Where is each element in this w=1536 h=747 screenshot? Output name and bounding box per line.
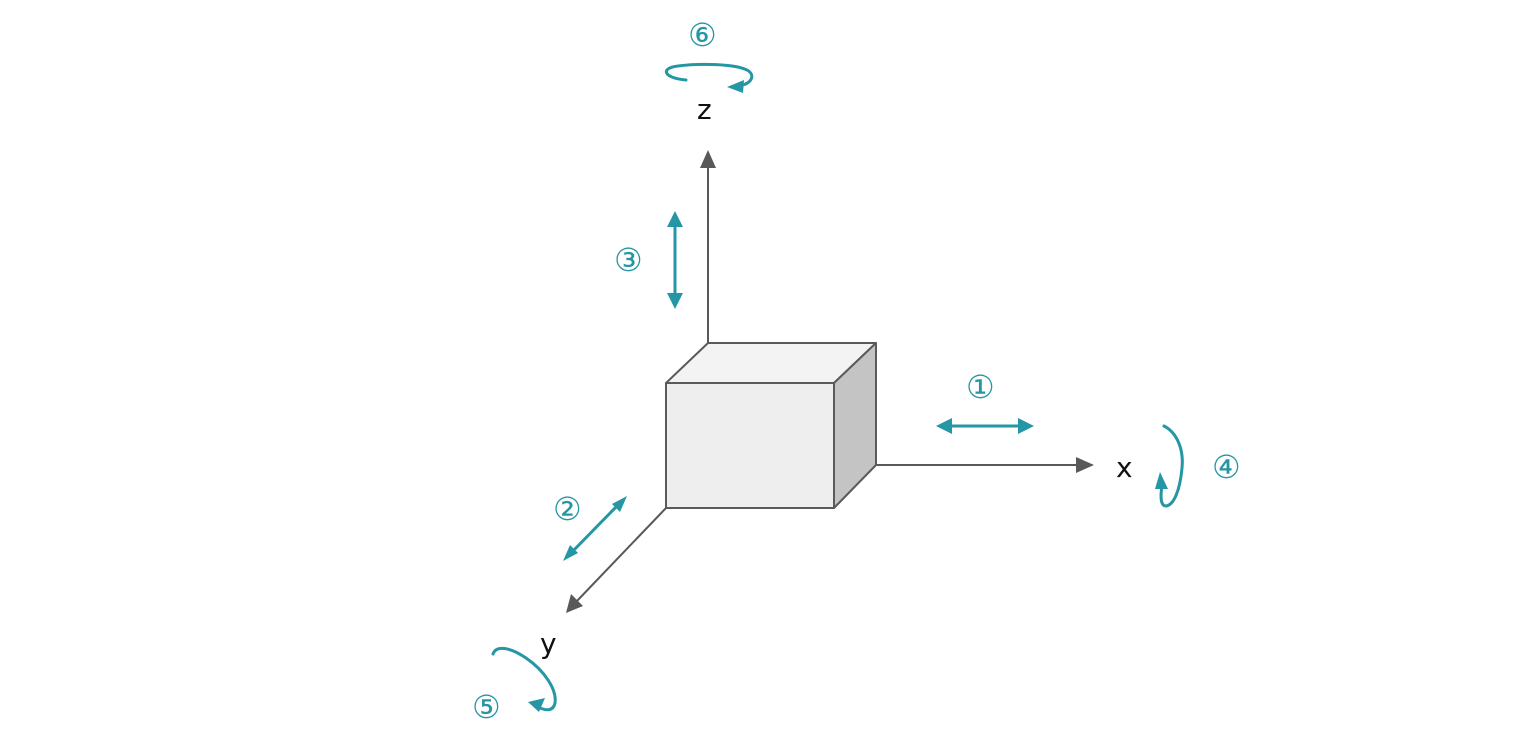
motion-sway: ②	[553, 490, 627, 561]
x-axis	[876, 457, 1094, 473]
motion-pitch: ⑤	[472, 646, 557, 726]
box	[665, 342, 877, 509]
y-axis	[566, 507, 667, 613]
z-axis-label: z	[697, 93, 712, 126]
y-axis-arrowhead-icon	[566, 594, 583, 613]
motion-label-sway: ②	[553, 490, 582, 528]
double-arrow-lower-head-icon	[563, 545, 578, 561]
box-front-face	[665, 382, 835, 509]
motion-label-surge: ①	[966, 368, 995, 406]
rotation-arrowhead-icon	[528, 698, 545, 712]
motion-heave: ③	[614, 211, 683, 309]
z-axis-arrowhead-icon	[700, 150, 716, 168]
motion-label-yaw: ⑥	[688, 16, 717, 54]
axes	[566, 150, 1094, 613]
double-arrow-left-head-icon	[936, 418, 952, 434]
x-axis-label: x	[1116, 451, 1133, 484]
x-axis-arrowhead-icon	[1076, 457, 1094, 473]
double-arrow-right-head-icon	[1018, 418, 1034, 434]
double-arrow-bottom-head-icon	[667, 293, 683, 309]
double-arrow-top-head-icon	[667, 211, 683, 227]
z-axis	[700, 150, 716, 343]
double-arrow-upper-head-icon	[612, 496, 627, 512]
motion-surge: ①	[936, 368, 1034, 434]
motion-label-heave: ③	[614, 241, 643, 279]
rotation-arrowhead-icon	[1155, 472, 1168, 489]
motion-label-roll: ④	[1212, 448, 1241, 486]
y-axis-label: y	[540, 627, 557, 660]
motion-roll: ④	[1155, 424, 1241, 508]
rotation-arrowhead-icon	[727, 80, 744, 93]
motion-yaw: ⑥	[665, 16, 754, 93]
motion-label-pitch: ⑤	[472, 688, 501, 726]
